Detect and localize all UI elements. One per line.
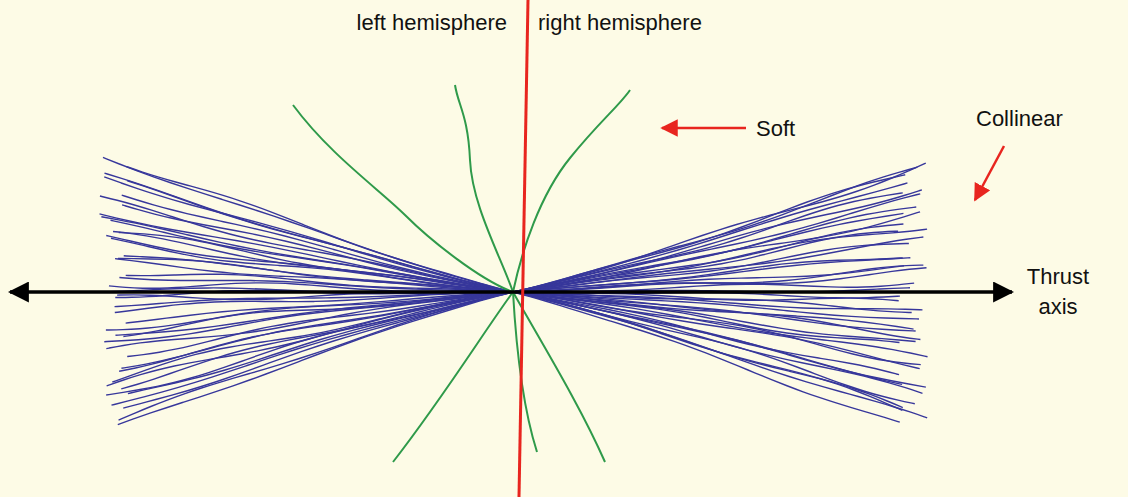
thrust-axis	[10, 290, 1012, 294]
collinear-particle-line	[513, 193, 903, 292]
collinear-particle-line	[122, 205, 513, 292]
collinear-particle-line	[513, 163, 926, 292]
region-label: Collinear	[976, 104, 1096, 134]
collinear-particle-line	[119, 278, 513, 292]
collinear-particle-line	[513, 292, 915, 404]
collinear-particle-line	[119, 292, 513, 420]
soft-gluon-line	[455, 85, 513, 292]
collinear-particle-line	[513, 175, 905, 292]
collinear-particle-line	[111, 238, 513, 292]
pointer-arrow	[662, 127, 746, 130]
collinear-particle-line	[118, 292, 513, 425]
collinear-particle-line	[103, 157, 513, 292]
soft-radiation	[293, 85, 630, 462]
hemisphere-divider	[519, 0, 528, 497]
soft-gluon-line	[513, 292, 605, 462]
collinear-particle-line	[100, 214, 513, 292]
collinear-particle-line	[513, 194, 920, 292]
collinear-particle-line	[513, 268, 927, 292]
collinear-particle-line	[126, 167, 513, 292]
collinear-particle-line	[513, 167, 917, 292]
hemisphere-label: left hemisphere	[285, 8, 507, 38]
region-label: Soft	[756, 114, 836, 144]
collinear-particle-line	[513, 266, 904, 292]
hemisphere-label: right hemisphere	[538, 8, 768, 38]
collinear-particle-line	[513, 207, 916, 292]
collinear-particle-line	[513, 229, 927, 292]
pointer-arrow	[975, 146, 1004, 200]
soft-gluon-line	[513, 90, 630, 292]
collinear-particle-line	[123, 292, 513, 408]
collinear-particle-line	[513, 265, 923, 292]
soft-gluon-line	[293, 105, 513, 292]
collinear-particle-line	[513, 224, 903, 292]
collinear-particle-line	[513, 213, 903, 292]
axis-label: Thrust axis	[1022, 262, 1094, 322]
soft-gluon-line	[513, 292, 537, 452]
collinear-particle-line	[513, 292, 900, 422]
collinear-particle-line	[104, 173, 513, 292]
collinear-particle-line	[113, 231, 513, 292]
collinear-particle-line	[104, 177, 513, 292]
collinear-particle-line	[106, 235, 513, 292]
collinear-particle-line	[513, 212, 920, 292]
soft-gluon-line	[393, 292, 513, 462]
collinear-particle-line	[100, 196, 513, 292]
